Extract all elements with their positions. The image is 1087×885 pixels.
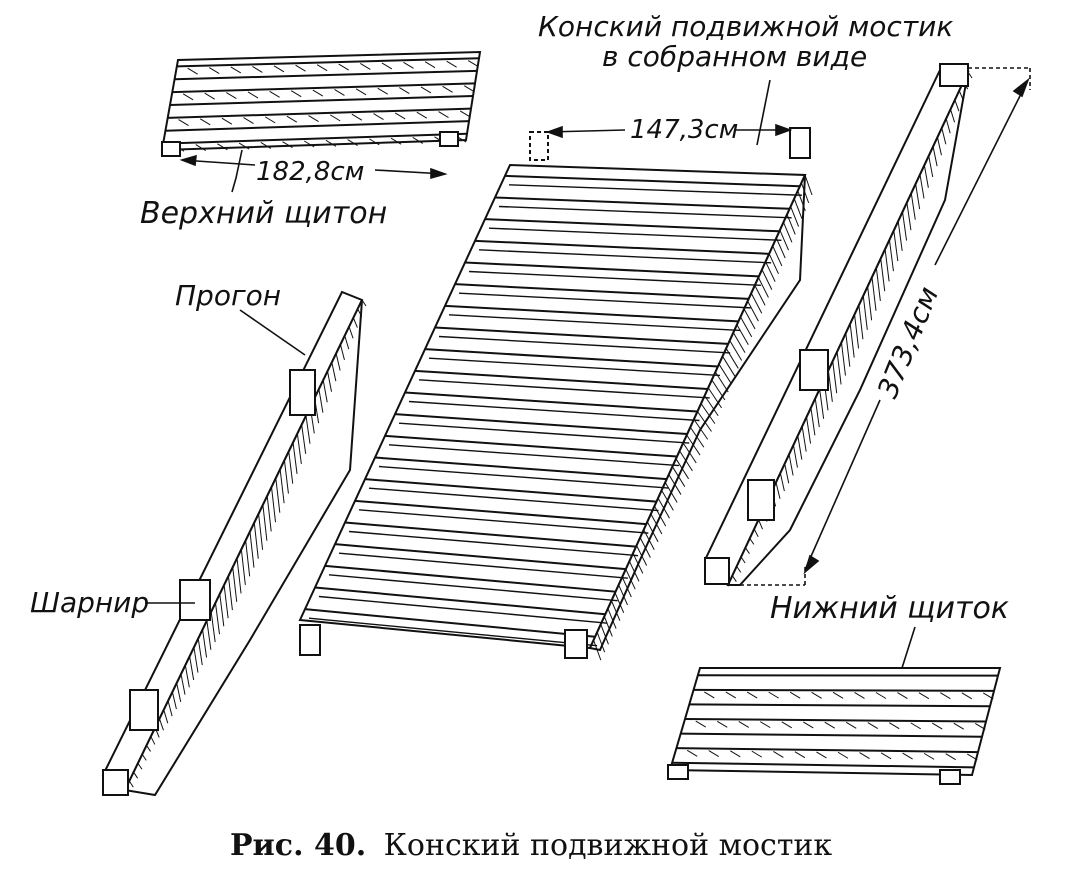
assembled-leader-line [756, 79, 771, 146]
purlin-label: Прогон [175, 279, 281, 312]
hinge-label: Шарнир [30, 586, 149, 619]
figure-caption-prefix: Рис. 40. [230, 828, 366, 863]
lower-panel-label: Нижний щиток [770, 591, 1009, 626]
bridge-length-dimension [740, 67, 1031, 586]
purlin-leader-line [239, 309, 306, 356]
assembled-label-line1: Конский подвижной мостик [538, 10, 953, 43]
right-purlin-hatching [731, 71, 973, 582]
lower-panel-planks [672, 674, 999, 769]
assembled-label-line2: в собранном виде [602, 40, 867, 73]
upper-panel-hatching [173, 60, 479, 152]
bridge-width-dimension [545, 123, 793, 139]
left-purlin-drawing [101, 290, 367, 797]
lower-panel-drawing [667, 667, 1002, 785]
figure-caption-text: Конский подвижной мостик [384, 828, 833, 863]
lower-panel-leader-line [901, 626, 916, 669]
upper-panel-label: Верхний щитон [140, 196, 387, 231]
bridge-deck-planks [304, 174, 802, 647]
lower-panel-hatching [686, 691, 994, 761]
bridge-side-hatching [593, 174, 813, 661]
upper-panel-drawing [160, 50, 482, 157]
upper-panel-dimension-label: 182,8см [256, 157, 364, 187]
upper-panel-planks [163, 57, 480, 145]
upper-panel-dimension [179, 149, 448, 193]
left-purlin-hatching [128, 299, 367, 788]
bridge-width-label: 147,3см [630, 115, 738, 145]
assembled-bridge-drawing [298, 127, 813, 661]
right-purlin-drawing [703, 63, 973, 587]
figure-caption: Рис. 40. Конский подвижной мостик [230, 828, 832, 863]
